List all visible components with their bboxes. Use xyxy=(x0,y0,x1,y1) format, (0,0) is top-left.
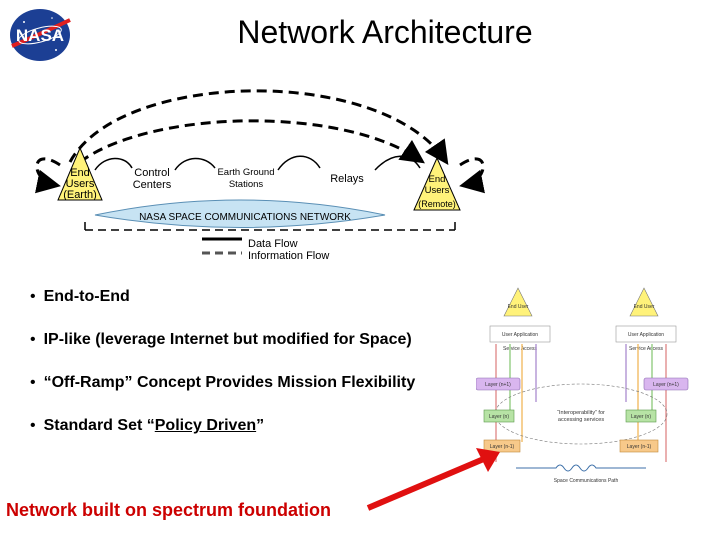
mini-layer-n-1-right: Layer (n-1) xyxy=(627,444,652,450)
control-centers-node: Control Centers xyxy=(133,167,172,191)
mini-layer-n1-right: Layer (n+1) xyxy=(653,382,679,388)
end-users-earth-label-2: Users xyxy=(66,178,95,190)
network-ellipse: NASA SPACE COMMUNICATIONS NETWORK xyxy=(94,199,386,228)
mini-end-user-left: End User xyxy=(503,287,533,317)
svg-text:(Remote): (Remote) xyxy=(418,199,456,209)
footer-text: Network built on spectrum foundation xyxy=(6,500,331,520)
mini-center-note: “Interoperability” for xyxy=(557,410,605,416)
svg-text:Centers: Centers xyxy=(133,179,172,191)
network-label: NASA SPACE COMMUNICATIONS NETWORK xyxy=(139,212,351,223)
nasa-logo: NASA xyxy=(10,9,71,61)
legend-information-flow: Information Flow xyxy=(248,250,329,262)
legend-data-flow: Data Flow xyxy=(248,238,298,250)
svg-text:Users: Users xyxy=(425,185,450,196)
mini-layer-n-right: Layer (n) xyxy=(631,414,651,420)
bullet-end-to-end: •End-to-End xyxy=(30,288,130,305)
mini-end-user-right: End User xyxy=(629,287,659,317)
mini-service-access-left: Service Access xyxy=(503,346,537,352)
red-arrow xyxy=(366,448,500,511)
data-flow-arcs xyxy=(94,155,421,171)
mini-layer-n-left: Layer (n) xyxy=(489,414,509,420)
svg-text:Relays: Relays xyxy=(330,173,364,185)
svg-text:End User: End User xyxy=(508,304,529,310)
svg-text:End: End xyxy=(429,174,446,185)
svg-text:Control: Control xyxy=(134,167,169,179)
network-architecture-diagram: NASA SPACE COMMUNICATIONS NETWORK End Us… xyxy=(34,89,486,262)
svg-text:Stations: Stations xyxy=(229,179,264,190)
mini-path-label: Space Communications Path xyxy=(554,478,619,484)
end-users-remote-node: End Users (Remote) xyxy=(413,156,461,211)
svg-text:End User: End User xyxy=(634,304,655,310)
bullet-off-ramp: •“Off-Ramp” Concept Provides Mission Fle… xyxy=(30,374,416,391)
mini-user-app-right: User Application xyxy=(628,332,664,338)
mini-layer-n1-left: Layer (n+1) xyxy=(485,382,511,388)
svg-text:Earth Ground: Earth Ground xyxy=(217,167,274,178)
mini-comm-path-wave xyxy=(516,464,646,472)
bullet-ip-like: •IP-like (leverage Internet but modified… xyxy=(30,331,412,348)
svg-text:accessing services: accessing services xyxy=(558,417,604,423)
end-users-earth-node: End Users (Earth) xyxy=(57,146,103,201)
mini-user-app-left: User Application xyxy=(502,332,538,338)
information-flow-arcs xyxy=(34,89,486,194)
end-users-earth-label-1: End xyxy=(70,167,90,179)
nasa-logo-text: NASA xyxy=(16,26,64,45)
mini-service-access-right: Service Access xyxy=(629,346,663,352)
mini-layer-n-1-left: Layer (n-1) xyxy=(490,444,515,450)
relays-node: Relays xyxy=(330,173,364,185)
end-users-earth-label-3: (Earth) xyxy=(63,189,97,201)
page-title: Network Architecture xyxy=(237,14,533,50)
layered-service-diagram: End User End User User Application User … xyxy=(476,287,689,484)
legend: Data Flow Information Flow xyxy=(202,237,329,262)
policy-driven-text: Policy Driven xyxy=(154,417,257,434)
bullet-standard-set: •Standard Set “Policy Driven” xyxy=(30,417,265,434)
network-bracket xyxy=(84,222,456,232)
earth-ground-stations-node: Earth Ground Stations xyxy=(217,167,274,190)
